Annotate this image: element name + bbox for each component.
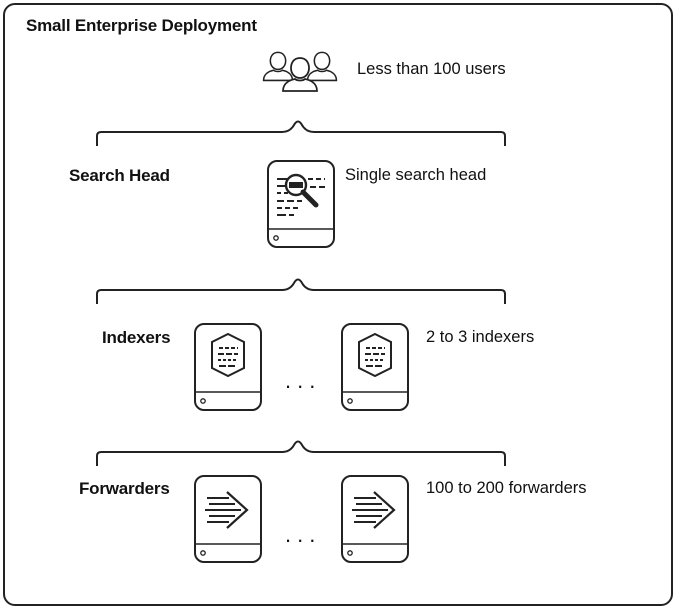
forwarders-label: Forwarders [79, 479, 170, 498]
forwarders-ellipsis: ... [285, 522, 322, 547]
search-head-description: Single search head [345, 166, 487, 184]
indexer-server-icon [194, 323, 262, 411]
search-head-label: Search Head [69, 166, 170, 185]
forwarder-server-icon [194, 475, 262, 563]
users-group-icon [262, 51, 338, 92]
brace-indexers [96, 440, 506, 466]
forwarders-description: 100 to 200 forwarders [426, 479, 587, 497]
users-label: Less than 100 users [357, 60, 506, 78]
brace-users [96, 120, 506, 146]
diagram-title: Small Enterprise Deployment [26, 16, 257, 35]
forwarder-server-icon-2 [341, 475, 409, 563]
indexers-label: Indexers [102, 328, 171, 347]
indexer-server-icon-2 [341, 323, 409, 411]
diagram-frame [3, 3, 673, 606]
indexers-ellipsis: ... [285, 368, 322, 393]
brace-search-head [96, 278, 506, 304]
search-document-server-icon [267, 160, 335, 248]
indexers-description: 2 to 3 indexers [426, 328, 535, 346]
